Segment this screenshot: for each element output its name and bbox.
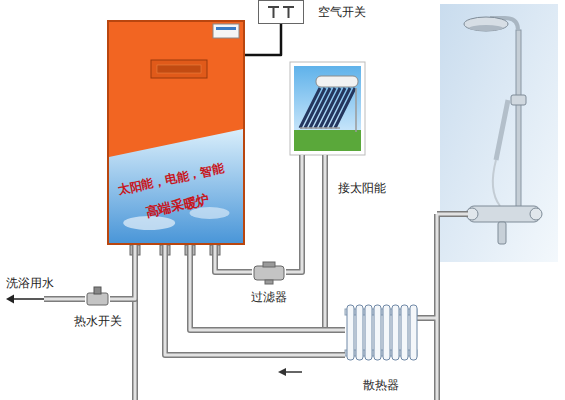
radiator-fin xyxy=(365,305,372,360)
air-switch: 空气开关 xyxy=(258,0,304,24)
pipe-outline xyxy=(190,245,345,330)
pipe-outline xyxy=(215,245,252,272)
water-pipe xyxy=(190,245,345,330)
radiator-fin xyxy=(356,305,363,360)
radiator-fin xyxy=(383,305,390,360)
air-switch-symbol xyxy=(259,1,304,24)
switch-glyph xyxy=(268,7,294,18)
shower-head-face xyxy=(469,25,503,31)
pipe-body xyxy=(215,245,252,272)
shower-rod xyxy=(516,30,521,212)
node-text: 空气开关 xyxy=(318,5,366,19)
radiator-fin xyxy=(392,305,399,360)
hand-shower xyxy=(496,100,508,160)
boiler-banner xyxy=(109,129,243,243)
rating-sticker xyxy=(213,24,239,38)
shower-scene xyxy=(440,4,558,262)
radiator-symbol xyxy=(345,305,417,360)
filter-symbol xyxy=(254,262,284,284)
pipe-body xyxy=(190,245,345,330)
radiator-fin xyxy=(410,305,417,360)
water-pipe xyxy=(215,245,252,272)
stand-frame xyxy=(300,88,356,132)
shower-backdrop xyxy=(440,4,558,262)
panel-display xyxy=(157,65,201,73)
node-text: 热水开关 xyxy=(74,314,122,328)
valve-handle xyxy=(94,287,101,294)
filter-cap xyxy=(263,262,275,267)
heater-unit: 太阳能，电能，智能高端采暖炉 xyxy=(107,20,245,245)
part-label: 洗浴用水 xyxy=(6,276,54,290)
water-tank xyxy=(316,76,358,87)
radiator-fin xyxy=(401,305,408,360)
part-label: 接太阳能 xyxy=(338,181,386,195)
grass xyxy=(294,130,361,151)
valve-symbol xyxy=(87,287,108,305)
filter-body xyxy=(254,266,284,280)
sky xyxy=(294,66,361,151)
filter-drain xyxy=(265,280,273,284)
water-pipe xyxy=(165,245,345,355)
radiator: 散热器 xyxy=(345,305,417,360)
pipe-outline xyxy=(110,245,135,299)
flow-arrows xyxy=(6,295,302,377)
slider-bracket xyxy=(511,95,526,105)
wire-line xyxy=(245,24,281,55)
filter-valve: 过滤器 xyxy=(252,262,286,282)
vacuum-tubes xyxy=(300,88,355,128)
node-text: 过滤器 xyxy=(251,290,287,304)
switch-case xyxy=(259,1,304,24)
hot-water-valve: 热水开关 xyxy=(85,289,110,309)
picture-frame xyxy=(290,62,365,155)
boiler-fittings xyxy=(130,245,220,255)
flow-arrow-line xyxy=(285,371,302,373)
solar-heater-picture xyxy=(290,62,365,155)
pipe-outline xyxy=(165,245,345,355)
power-wire xyxy=(245,24,281,55)
sticker-stripe xyxy=(216,27,236,30)
pipe-body xyxy=(110,245,135,299)
shower-head xyxy=(464,17,508,31)
flow-arrow-line xyxy=(13,298,44,300)
radiator-fin xyxy=(374,305,381,360)
pipe-body xyxy=(165,245,345,355)
radiator-fin xyxy=(347,305,354,360)
valve-body xyxy=(87,293,108,305)
shower-hose xyxy=(493,160,500,206)
node-text: 散热器 xyxy=(363,378,399,392)
control-panel xyxy=(151,60,207,78)
flow-arrow-head xyxy=(278,368,286,376)
mixer-body xyxy=(468,206,540,222)
mixer-handle xyxy=(530,208,542,220)
flow-arrow-head xyxy=(6,295,14,304)
water-pipe xyxy=(110,245,135,299)
mixer-spout xyxy=(498,222,506,244)
